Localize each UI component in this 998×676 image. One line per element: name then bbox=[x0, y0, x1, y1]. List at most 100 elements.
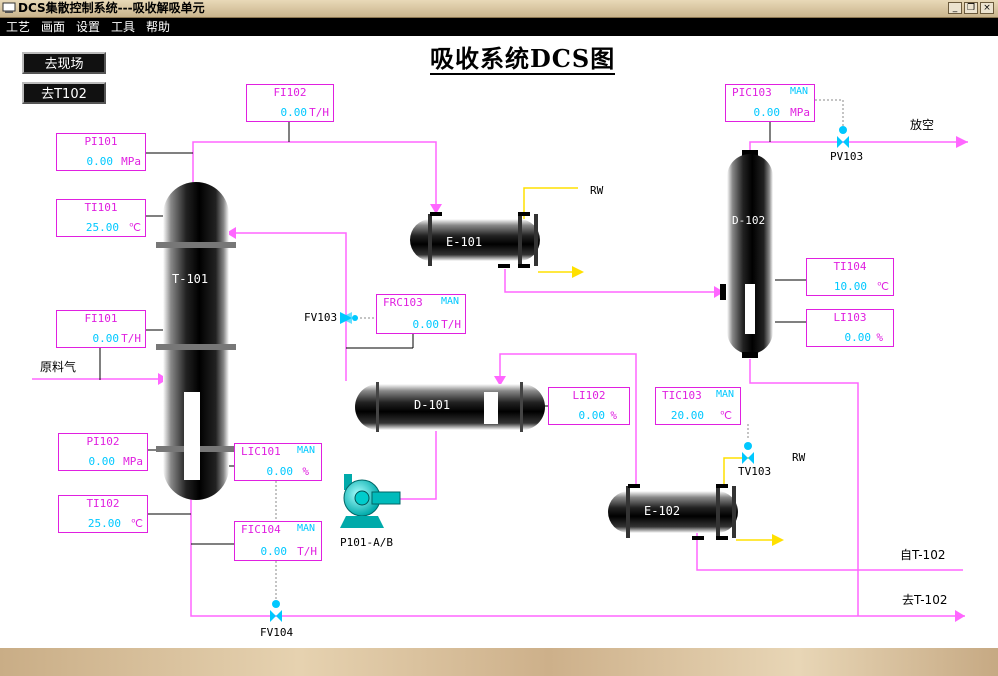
instrument-value: 0.00 bbox=[578, 409, 606, 422]
go-field-button[interactable]: 去现场 bbox=[22, 52, 106, 74]
instrument-fi101[interactable]: FI101 0.00 T/H bbox=[56, 310, 146, 348]
tv103-label: TV103 bbox=[738, 465, 772, 478]
instrument-value: 0.00 bbox=[260, 545, 288, 558]
instrument-value: 0.00 bbox=[92, 332, 120, 345]
instrument-value: 0.00 bbox=[844, 331, 872, 344]
instrument-tag: LI103 bbox=[833, 311, 867, 324]
instrument-fi102[interactable]: FI102 0.00 T/H bbox=[246, 84, 334, 122]
instrument-unit: ℃ bbox=[130, 517, 143, 530]
instrument-tag: LIC101 bbox=[241, 445, 281, 458]
menu-item-tools[interactable]: 工具 bbox=[111, 20, 136, 34]
e101-label: E-101 bbox=[446, 235, 483, 249]
instrument-unit: ℃ bbox=[876, 280, 889, 293]
instrument-mode[interactable]: MAN bbox=[789, 86, 808, 97]
instrument-value: 0.00 bbox=[412, 318, 440, 331]
instrument-frc103[interactable]: FRC103 MAN 0.00 T/H bbox=[376, 294, 466, 334]
app-icon bbox=[2, 2, 16, 13]
instrument-value: 0.00 bbox=[266, 465, 294, 478]
instrument-tag: TI104 bbox=[833, 260, 867, 273]
instrument-li102[interactable]: LI102 0.00 % bbox=[548, 387, 630, 425]
instrument-ti102[interactable]: TI102 25.00 ℃ bbox=[58, 495, 148, 533]
instrument-unit: MPa bbox=[790, 106, 810, 119]
process-diagram bbox=[32, 99, 968, 622]
exchanger-e102[interactable] bbox=[608, 484, 738, 540]
d101-level-gauge bbox=[484, 392, 498, 424]
instrument-value: 25.00 bbox=[87, 517, 121, 530]
instrument-unit: % bbox=[876, 331, 883, 344]
minimize-icon[interactable]: _ bbox=[948, 2, 962, 14]
instrument-unit: ℃ bbox=[128, 221, 141, 234]
vessel-d101[interactable] bbox=[355, 382, 545, 432]
instrument-value: 0.00 bbox=[86, 155, 114, 168]
instrument-mode[interactable]: MAN bbox=[296, 523, 315, 534]
from-t102-label: 自T-102 bbox=[900, 548, 946, 562]
close-icon[interactable]: × bbox=[980, 2, 994, 14]
instrument-value: 25.00 bbox=[85, 221, 119, 234]
instrument-fic104[interactable]: FIC104 MAN 0.00 T/H bbox=[234, 521, 322, 561]
pv103-label: PV103 bbox=[830, 150, 864, 163]
instrument-tag: FI102 bbox=[273, 86, 307, 99]
instrument-unit: MPa bbox=[121, 155, 141, 168]
instrument-unit: ℃ bbox=[719, 409, 732, 422]
e102-label: E-102 bbox=[644, 504, 681, 518]
instrument-pic103[interactable]: PIC103 MAN 0.00 MPa bbox=[725, 84, 815, 122]
instrument-tag: FI101 bbox=[84, 312, 118, 325]
instrument-pi101[interactable]: PI101 0.00 MPa bbox=[56, 133, 146, 171]
instrument-ti101[interactable]: TI101 25.00 ℃ bbox=[56, 199, 146, 237]
instrument-tag: TIC103 bbox=[662, 389, 702, 402]
vessel-d102[interactable] bbox=[720, 150, 773, 358]
cooling-arrows bbox=[572, 266, 784, 546]
instrument-value: 10.00 bbox=[833, 280, 867, 293]
column-t101[interactable] bbox=[156, 182, 236, 500]
exchanger-e101[interactable] bbox=[410, 212, 540, 268]
instrument-mode[interactable]: MAN bbox=[715, 389, 734, 400]
instrument-value: 0.00 bbox=[88, 455, 116, 468]
valve-pv103-icon[interactable] bbox=[837, 126, 849, 148]
instrument-tag: LI102 bbox=[572, 389, 606, 402]
instrument-tag: PI102 bbox=[86, 435, 120, 448]
instrument-mode[interactable]: MAN bbox=[440, 296, 459, 307]
d102-level-gauge bbox=[745, 284, 755, 334]
feed-gas-label: 原料气 bbox=[40, 360, 77, 374]
instrument-unit: % bbox=[302, 465, 309, 478]
menu-item-help[interactable]: 帮助 bbox=[146, 20, 171, 34]
p101-label: P101-A/B bbox=[340, 536, 393, 549]
instrument-mode[interactable]: MAN bbox=[296, 445, 315, 456]
instrument-ti104[interactable]: TI104 10.00 ℃ bbox=[806, 258, 894, 296]
menu-item-process[interactable]: 工艺 bbox=[6, 20, 31, 34]
instrument-unit: T/H bbox=[309, 106, 329, 119]
pump-p101[interactable] bbox=[340, 474, 401, 528]
menu-item-settings[interactable]: 设置 bbox=[76, 20, 101, 34]
to-t102-label: 去T-102 bbox=[902, 593, 948, 607]
fv103-label: FV103 bbox=[304, 311, 338, 324]
menu-item-screen[interactable]: 画面 bbox=[41, 20, 66, 34]
instrument-tag: FRC103 bbox=[383, 296, 423, 309]
valve-tv103-icon[interactable] bbox=[742, 442, 754, 464]
d101-label: D-101 bbox=[414, 398, 451, 412]
instrument-unit: T/H bbox=[121, 332, 141, 345]
instrument-lic101[interactable]: LIC101 MAN 0.00 % bbox=[234, 443, 322, 481]
instrument-tag: TI102 bbox=[86, 497, 120, 510]
instrument-tag: TI101 bbox=[84, 201, 118, 214]
d102-label: D-102 bbox=[732, 214, 766, 227]
rw-label-e102: RW bbox=[792, 451, 806, 464]
go-t102-button[interactable]: 去T102 bbox=[22, 82, 106, 104]
instrument-tag: FIC104 bbox=[241, 523, 281, 536]
vent-label: 放空 bbox=[910, 118, 935, 132]
instrument-value: 20.00 bbox=[670, 409, 704, 422]
instrument-li103[interactable]: LI103 0.00 % bbox=[806, 309, 894, 347]
instrument-tag: PI101 bbox=[84, 135, 118, 148]
valve-fv104-icon[interactable] bbox=[270, 600, 282, 622]
instrument-tic103[interactable]: TIC103 MAN 20.00 ℃ bbox=[655, 387, 741, 425]
bottom-panel bbox=[0, 648, 998, 676]
valve-fv103-icon[interactable] bbox=[340, 312, 358, 324]
process-lines bbox=[32, 141, 968, 617]
instrument-pi102[interactable]: PI102 0.00 MPa bbox=[58, 433, 148, 471]
window-title-bar: DCS集散控制系统---吸收解吸单元 _ ❐ × bbox=[0, 0, 998, 18]
window-title: DCS集散控制系统---吸收解吸单元 bbox=[18, 1, 205, 15]
cooling-water-lines bbox=[523, 187, 772, 541]
t101-level-gauge bbox=[184, 392, 200, 480]
page-title: 吸收系统DCS图 bbox=[430, 44, 616, 75]
instrument-tag: PIC103 bbox=[732, 86, 772, 99]
restore-icon[interactable]: ❐ bbox=[964, 2, 978, 14]
